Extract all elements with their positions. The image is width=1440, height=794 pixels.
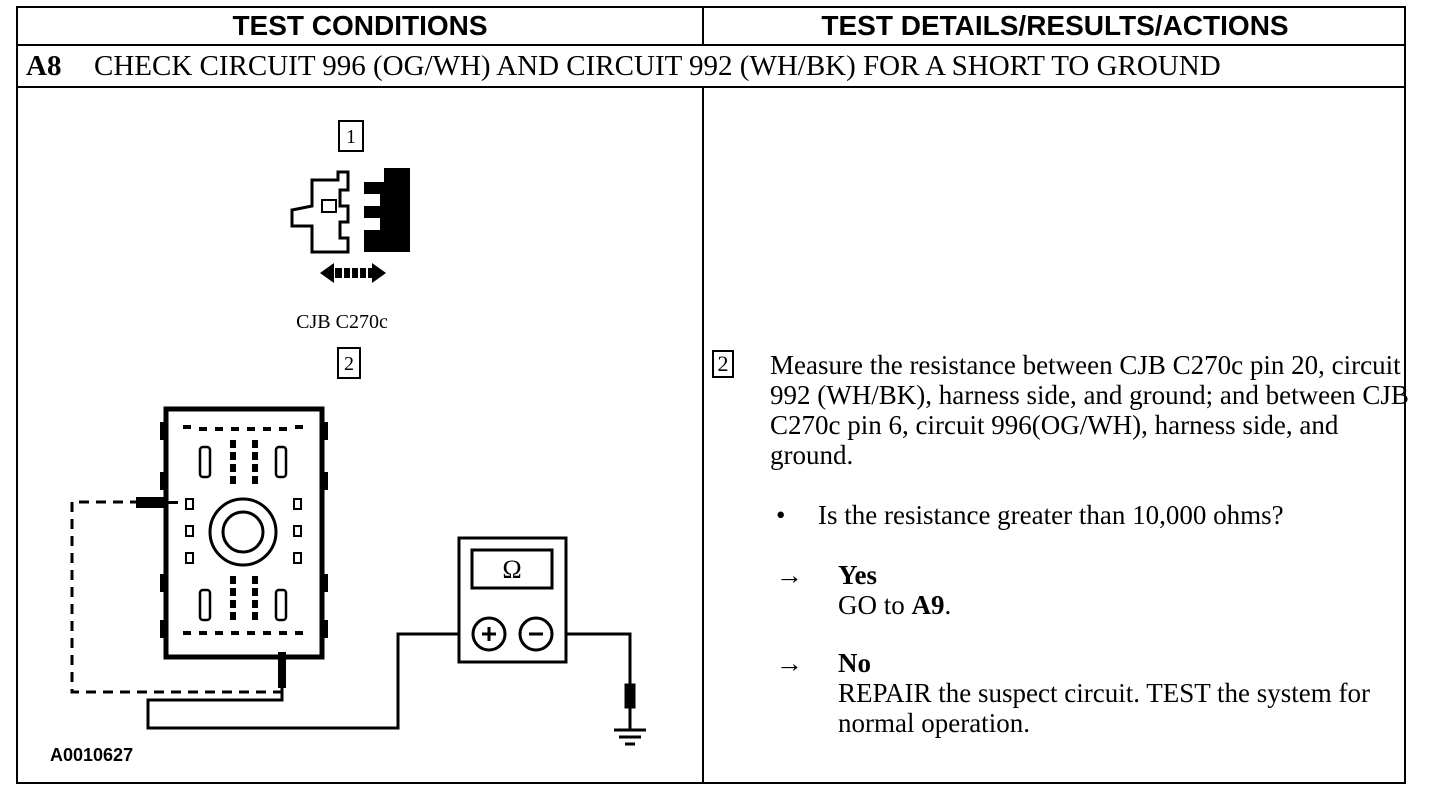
connector-label: CJB C270c xyxy=(296,311,388,333)
callout-1-label: 1 xyxy=(346,126,356,148)
column-divider xyxy=(702,88,704,784)
step-title: CHECK CIRCUIT 996 (OG/WH) AND CIRCUIT 99… xyxy=(94,50,1221,82)
callout-2-box xyxy=(337,347,361,379)
yes-action: GO to A9. xyxy=(838,590,952,620)
figure-id: A0010627 xyxy=(50,745,133,765)
question-text: Is the resistance greater than 10,000 oh… xyxy=(818,500,1284,530)
header-divider xyxy=(18,44,1404,46)
arrow-right-icon: → xyxy=(776,648,803,678)
ground-icon xyxy=(614,683,646,746)
step-number-box: 2 xyxy=(712,350,734,378)
connector-disconnect-icon xyxy=(290,168,410,283)
yes-action-target: A9 xyxy=(911,590,945,620)
test-leads xyxy=(70,500,632,730)
instruction-text: Measure the resistance between CJB C270c… xyxy=(770,350,1409,470)
procedure-table: TEST CONDITIONS TEST DETAILS/RESULTS/ACT… xyxy=(16,6,1406,784)
callout-2-label: 2 xyxy=(344,353,354,375)
title-divider xyxy=(18,86,1404,88)
header-test-details: TEST DETAILS/RESULTS/ACTIONS xyxy=(821,10,1289,41)
step-id: A8 xyxy=(26,50,62,82)
cjb-connector-face xyxy=(160,406,328,660)
arrow-right-icon: → xyxy=(776,560,803,590)
header-test-conditions: TEST CONDITIONS xyxy=(18,8,704,44)
callout-1-box xyxy=(338,120,364,152)
no-label: No xyxy=(838,648,871,678)
no-action: REPAIR the suspect circuit. TEST the sys… xyxy=(838,678,1370,738)
yes-label: Yes xyxy=(838,560,877,590)
probe-tips xyxy=(136,497,286,688)
bullet-icon: • xyxy=(776,500,786,530)
question-item: • Is the resistance greater than 10,000 o… xyxy=(776,500,1284,530)
circuit-test-diagram: 1 CJB C270c 2 xyxy=(50,120,646,765)
step-title-row: A8 CHECK CIRCUIT 996 (OG/WH) AND CIRCUIT… xyxy=(18,46,1404,86)
ohm-symbol: Ω xyxy=(502,555,521,584)
positive-terminal-icon xyxy=(482,627,496,641)
